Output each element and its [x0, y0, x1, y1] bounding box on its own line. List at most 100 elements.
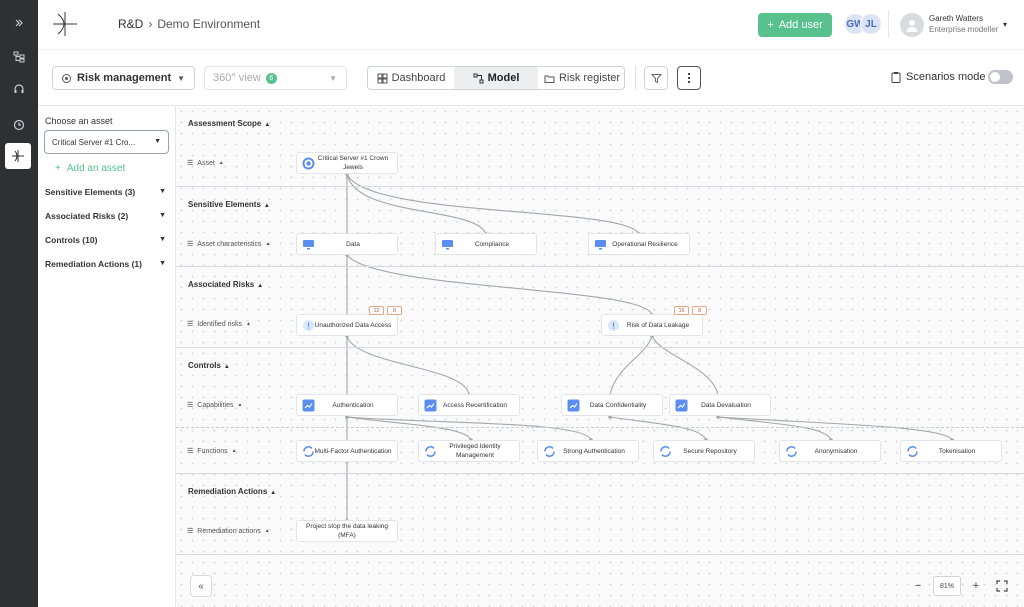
user-name[interactable]: Gareth Watters	[929, 14, 983, 23]
accordion-label: Remediation Actions (1)	[45, 259, 142, 269]
add-asset-button[interactable]: + Add an asset	[55, 163, 125, 174]
node-operational-resilience[interactable]: Operational Resilience	[588, 233, 690, 255]
section-assessment-scope[interactable]: Assessment Scope▲	[188, 119, 270, 128]
history-icon[interactable]	[0, 112, 38, 138]
chevron-down-icon[interactable]: ▾	[1003, 20, 1008, 29]
view-select-value: 360° view	[213, 72, 261, 84]
filter-button[interactable]	[644, 66, 668, 90]
node-data[interactable]: Data	[296, 233, 398, 255]
row-label-asset-characteristics[interactable]: ☰Asset characteristics▲	[187, 240, 270, 249]
breadcrumb-environment[interactable]: Demo Environment	[157, 17, 261, 31]
top-header: R&D › Demo Environment + Add user GW JL …	[38, 0, 1024, 50]
node-multi-factor-authentication[interactable]: Multi-Factor Authentication	[296, 440, 398, 462]
node-label: Data	[346, 240, 360, 248]
tab-risk-register[interactable]: Risk register	[538, 67, 624, 89]
chevron-up-icon: ▲	[264, 122, 271, 128]
risk-score-badge: 8	[387, 306, 402, 315]
hierarchy-icon[interactable]	[0, 44, 38, 70]
accordion-sensitive-elements[interactable]: Sensitive Elements (3)▼	[45, 187, 169, 197]
node-label: Critical Server #1 Crown Jewels	[317, 155, 389, 171]
node-data-confidentiality[interactable]: Data Confidentiality	[561, 394, 663, 416]
node-label: Secure Repository	[683, 447, 737, 455]
cycle-icon	[543, 445, 556, 458]
node-anonymisation[interactable]: Anonymisation	[779, 440, 881, 462]
user-avatar-icon[interactable]	[900, 13, 924, 37]
expand-icon[interactable]	[0, 10, 38, 36]
section-title: Associated Risks	[188, 280, 255, 289]
fullscreen-icon[interactable]	[991, 575, 1013, 597]
node-authentication[interactable]: Authentication	[296, 394, 398, 416]
node-secure-repository[interactable]: Secure Repository	[653, 440, 755, 462]
section-title: Controls	[188, 361, 221, 370]
chevron-up-icon: ▲	[263, 203, 270, 209]
node-strong-authentication[interactable]: Strong Authentication	[537, 440, 639, 462]
tab-model[interactable]: Model	[454, 67, 538, 89]
accordion-remediation-actions[interactable]: Remediation Actions (1) ▼	[45, 259, 169, 269]
row-label-asset[interactable]: ☰Asset▲	[187, 159, 224, 168]
node-label: Risk of Data Leakage	[626, 321, 690, 329]
breadcrumb: R&D › Demo Environment	[118, 17, 260, 31]
scenarios-toggle[interactable]	[988, 70, 1013, 84]
risk-select-value: Risk management	[77, 72, 172, 84]
tab-label: Dashboard	[391, 72, 446, 84]
cycle-icon	[659, 445, 672, 458]
list-icon: ☰	[187, 321, 194, 328]
row-label-text: Asset	[197, 159, 215, 167]
asset-select[interactable]: Critical Server #1 Cro... ▼	[44, 130, 169, 154]
accordion-controls[interactable]: Controls (10)▼	[45, 235, 169, 245]
headset-icon[interactable]	[0, 76, 38, 102]
breadcrumb-org[interactable]: R&D	[118, 17, 144, 31]
chevron-down-icon: ▼	[159, 212, 166, 219]
view-select[interactable]: 360° view 6 ▼	[204, 66, 347, 90]
avatar[interactable]: JL	[860, 13, 882, 35]
section-controls[interactable]: Controls▲	[188, 361, 230, 370]
chevron-down-icon: ▼	[159, 188, 166, 195]
model-canvas[interactable]: Assessment Scope▲ Sensitive Elements▲ As…	[176, 106, 1024, 607]
list-icon: ☰	[187, 402, 194, 409]
row-label-functions[interactable]: ☰Functions▲	[187, 447, 237, 456]
zoom-out-button[interactable]: −	[914, 580, 922, 592]
row-label-identified-risks[interactable]: ☰Identified risks▲	[187, 320, 251, 329]
section-divider	[176, 347, 1024, 348]
trend-icon	[424, 399, 437, 412]
dashboard-icon	[377, 73, 388, 83]
node-asset[interactable]: Critical Server #1 Crown Jewels	[296, 152, 398, 174]
add-user-button[interactable]: + Add user	[758, 13, 832, 37]
chevron-down-icon: ▼	[159, 260, 166, 267]
section-divider	[176, 473, 1024, 474]
more-options-button[interactable]	[677, 66, 701, 90]
node-risk-unauthorized-data-access[interactable]: Unauthorized Data Access	[296, 314, 398, 336]
node-tokenisation[interactable]: Tokenisation	[900, 440, 1002, 462]
node-label: Data Confidentiality	[589, 401, 647, 409]
asset-select-value: Critical Server #1 Cro...	[52, 137, 136, 147]
node-access-recertification[interactable]: Access Recertification	[418, 394, 520, 416]
row-label-capabilities[interactable]: ☰Capabilities▲	[187, 401, 242, 410]
collaborator-avatars[interactable]: GW JL	[844, 13, 882, 35]
logo-icon[interactable]	[52, 11, 78, 42]
node-remediation-action[interactable]: Project stop the data leaking (MFA)	[296, 520, 398, 542]
node-label: Operational Resilience	[612, 240, 678, 248]
breadcrumb-separator: ›	[148, 17, 153, 31]
model-icon[interactable]	[5, 143, 31, 169]
node-compliance[interactable]: Compliance	[435, 233, 537, 255]
risk-management-select[interactable]: Risk management ▼	[52, 66, 195, 90]
collapse-panel-button[interactable]: «	[190, 575, 212, 597]
row-label-text: Asset characteristics	[197, 240, 262, 248]
tab-label: Risk register	[558, 72, 621, 84]
zoom-in-button[interactable]: +	[972, 580, 980, 592]
node-privileged-identity-management[interactable]: Privileged Identity Management	[418, 440, 520, 462]
zoom-controls: − 81% +	[909, 575, 985, 597]
accordion-associated-risks[interactable]: Associated Risks (2)▼	[45, 211, 169, 221]
folder-icon	[544, 75, 555, 83]
list-icon: ☰	[187, 528, 194, 535]
row-label-remediation-actions[interactable]: ☰Remediation actions▲	[187, 527, 270, 536]
chevron-up-icon: ▲	[257, 283, 264, 289]
node-data-devaluation[interactable]: Data Devaluation	[669, 394, 771, 416]
tab-dashboard[interactable]: Dashboard	[368, 67, 454, 89]
node-label: Strong Authentication	[563, 447, 625, 455]
node-risk-data-leakage[interactable]: Risk of Data Leakage	[601, 314, 703, 336]
section-associated-risks[interactable]: Associated Risks▲	[188, 280, 263, 289]
section-remediation-actions[interactable]: Remediation Actions▲	[188, 487, 276, 496]
section-sensitive-elements[interactable]: Sensitive Elements▲	[188, 200, 270, 209]
row-label-text: Capabilities	[197, 401, 234, 409]
